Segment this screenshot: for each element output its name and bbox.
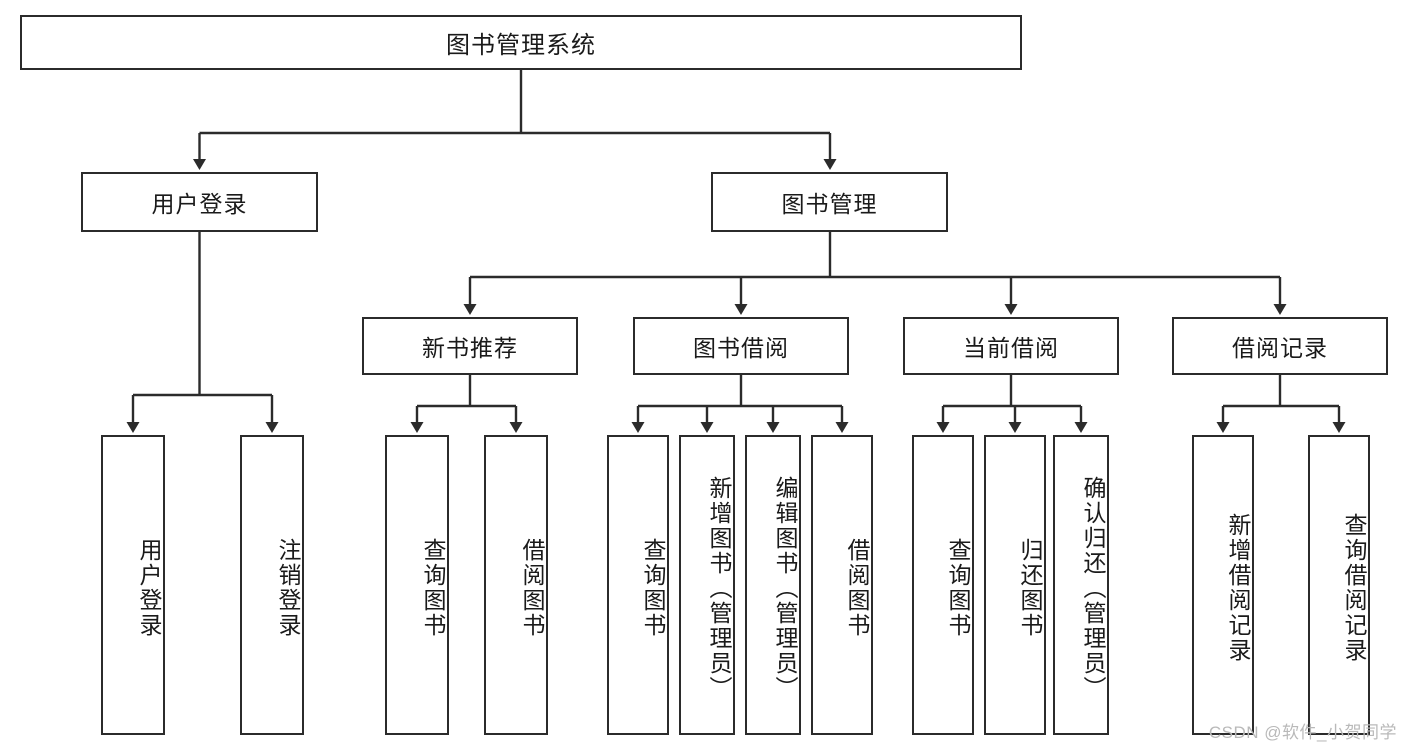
node-leaf-query-book-2-label: 查询图书 <box>640 538 666 638</box>
node-root[interactable]: 图书管理系统 <box>20 15 1022 70</box>
node-book-borrow[interactable]: 图书借阅 <box>633 317 849 375</box>
node-leaf-borrow-book-1-label: 借阅图书 <box>519 538 545 638</box>
node-leaf-query-record[interactable]: 查询借阅记录 <box>1308 435 1370 735</box>
node-leaf-borrow-book-1[interactable]: 借阅图书 <box>484 435 548 735</box>
node-leaf-logout-label: 注销登录 <box>275 538 301 638</box>
node-leaf-add-book-label: 新增图书（管理员） <box>706 475 732 701</box>
node-leaf-add-book[interactable]: 新增图书（管理员） <box>679 435 735 735</box>
node-user-login[interactable]: 用户登录 <box>81 172 318 232</box>
node-leaf-user-login[interactable]: 用户登录 <box>101 435 165 735</box>
node-borrow-record[interactable]: 借阅记录 <box>1172 317 1388 375</box>
node-book-borrow-label: 图书借阅 <box>693 335 789 361</box>
node-leaf-edit-book[interactable]: 编辑图书（管理员） <box>745 435 801 735</box>
node-leaf-user-login-label: 用户登录 <box>136 538 162 638</box>
node-leaf-query-book-3-label: 查询图书 <box>945 538 971 638</box>
node-book-manage[interactable]: 图书管理 <box>711 172 948 232</box>
node-leaf-return-book[interactable]: 归还图书 <box>984 435 1046 735</box>
node-leaf-confirm-return-label: 确认归还（管理员） <box>1080 475 1106 701</box>
node-user-login-label: 用户登录 <box>151 191 248 217</box>
node-leaf-query-book-1[interactable]: 查询图书 <box>385 435 449 735</box>
node-new-book-recommend-label: 新书推荐 <box>422 335 518 361</box>
node-borrow-record-label: 借阅记录 <box>1232 335 1328 361</box>
node-leaf-query-book-3[interactable]: 查询图书 <box>912 435 974 735</box>
node-leaf-query-book-2[interactable]: 查询图书 <box>607 435 669 735</box>
node-leaf-borrow-book-2[interactable]: 借阅图书 <box>811 435 873 735</box>
node-current-borrow-label: 当前借阅 <box>963 335 1059 361</box>
node-current-borrow[interactable]: 当前借阅 <box>903 317 1119 375</box>
node-leaf-add-record-label: 新增借阅记录 <box>1225 513 1251 663</box>
node-book-manage-label: 图书管理 <box>781 191 878 217</box>
node-leaf-confirm-return[interactable]: 确认归还（管理员） <box>1053 435 1109 735</box>
node-leaf-borrow-book-2-label: 借阅图书 <box>844 538 870 638</box>
csdn-watermark: CSDN @软件_小贺同学 <box>1208 723 1397 742</box>
node-leaf-query-book-1-label: 查询图书 <box>420 538 446 638</box>
node-new-book-recommend[interactable]: 新书推荐 <box>362 317 578 375</box>
node-leaf-edit-book-label: 编辑图书（管理员） <box>772 475 798 701</box>
node-leaf-query-record-label: 查询借阅记录 <box>1341 513 1367 663</box>
node-leaf-logout[interactable]: 注销登录 <box>240 435 304 735</box>
node-leaf-add-record[interactable]: 新增借阅记录 <box>1192 435 1254 735</box>
node-root-label: 图书管理系统 <box>446 32 596 59</box>
node-leaf-return-book-label: 归还图书 <box>1017 538 1043 638</box>
